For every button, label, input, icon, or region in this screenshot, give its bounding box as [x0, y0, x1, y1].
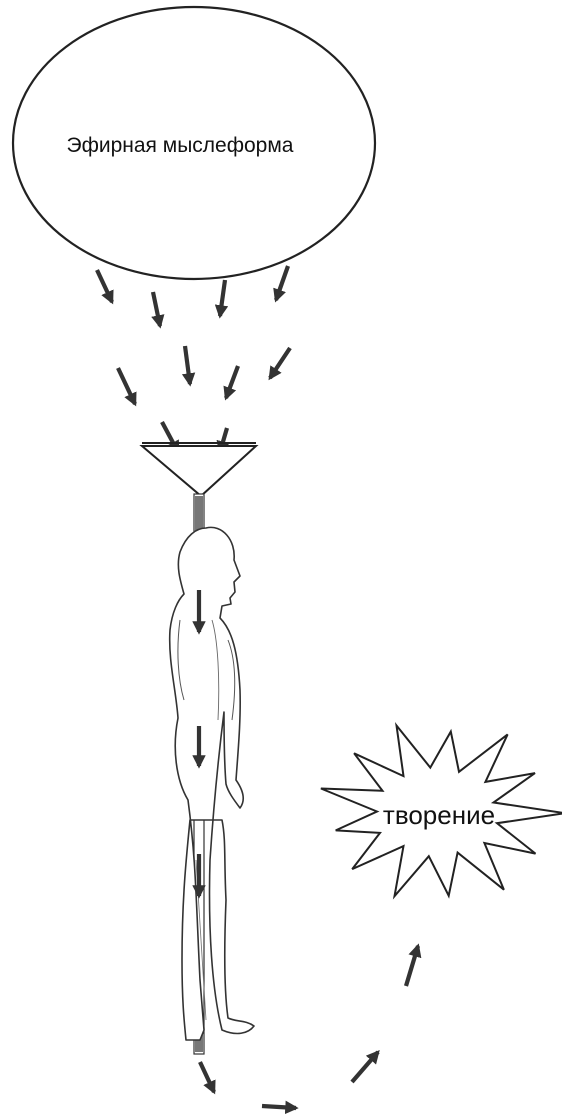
thoughtform-label: Эфирная мыслеформа — [67, 134, 294, 157]
incoming-arrow — [153, 292, 160, 326]
incoming-arrow — [97, 270, 112, 302]
incoming-arrow — [276, 266, 288, 300]
return-arrow — [406, 946, 418, 986]
return-arrow — [352, 1052, 378, 1082]
standing-human-figure — [170, 527, 254, 1040]
return-arrow — [200, 1062, 214, 1092]
incoming-arrow — [270, 348, 290, 378]
incoming-arrow — [118, 368, 135, 404]
incoming-arrow — [226, 366, 238, 398]
creation-label: творение — [383, 800, 495, 830]
thoughtform-cloud: Эфирная мыслеформа — [13, 7, 375, 279]
creation-burst: творение — [321, 726, 562, 897]
incoming-arrow — [220, 280, 225, 316]
funnel-icon — [142, 443, 256, 496]
return-arrow — [262, 1106, 296, 1108]
incoming-arrow — [185, 346, 190, 384]
